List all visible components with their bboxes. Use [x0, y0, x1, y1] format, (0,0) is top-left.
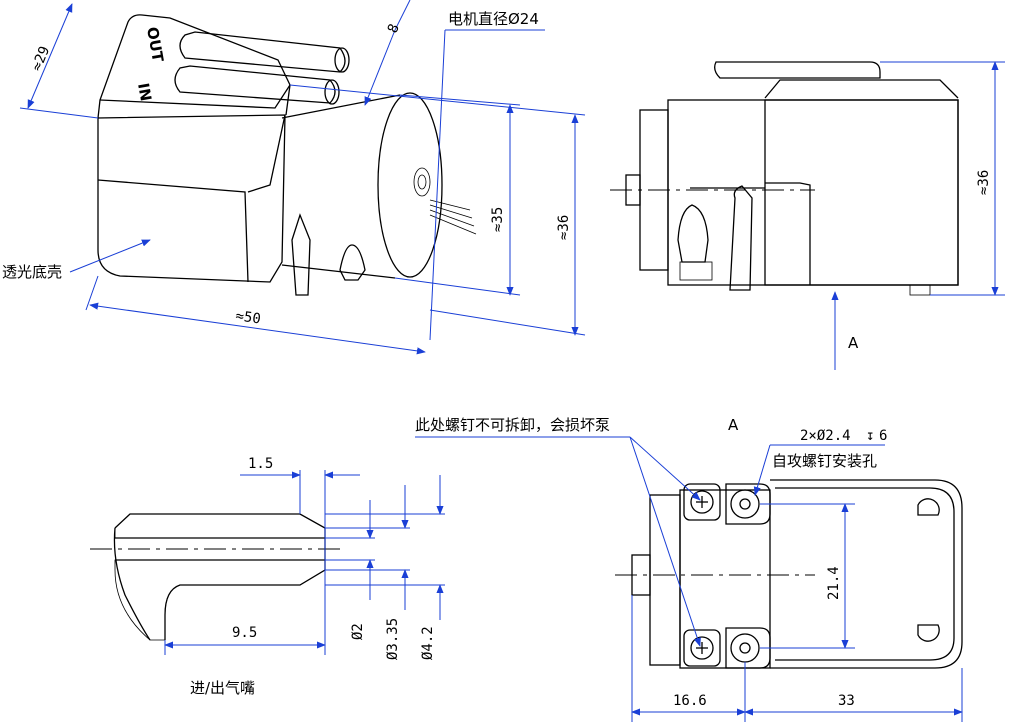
- dim-50: ≈50: [234, 308, 261, 327]
- port-out-label: OUT: [143, 26, 167, 65]
- screw-bottom: [683, 629, 721, 667]
- side-view: A ≈36: [610, 61, 1005, 370]
- dim-d3-35: Ø3.35: [385, 618, 401, 660]
- dim-1-5: 1.5: [248, 456, 273, 472]
- port-in-label: IN: [134, 82, 155, 103]
- dim-8: 8: [385, 22, 403, 36]
- label-transparent-base: 透光底壳: [2, 263, 62, 281]
- view-a: A 此处螺钉不可拆卸，会损坏泵 2×Ø2.4: [415, 416, 963, 722]
- label-screw-warning: 此处螺钉不可拆卸，会损坏泵: [415, 416, 610, 434]
- label-hole-spec: 2×Ø2.4: [800, 428, 851, 444]
- view-a-arrow-label: A: [848, 334, 859, 352]
- dim-29: ≈29: [29, 44, 53, 73]
- dim-33: 33: [838, 693, 855, 709]
- label-self-tapping-holes: 自攻螺钉安装孔: [772, 452, 877, 470]
- dim-36-side: ≈36: [976, 170, 992, 195]
- dim-9-5: 9.5: [232, 625, 257, 641]
- label-nozzle: 进/出气嘴: [190, 679, 255, 697]
- isometric-view: IN OUT 透光底壳 ≈29 8 电机直径Ø24 ≈35: [2, 0, 586, 355]
- label-hole-depth-symbol: ↧: [866, 428, 874, 444]
- dim-16-6: 16.6: [673, 693, 707, 709]
- dim-36-iso: ≈36: [556, 215, 572, 240]
- dim-35: ≈35: [490, 207, 506, 232]
- label-motor-diameter: 电机直径Ø24: [448, 10, 539, 28]
- dim-d2: Ø2: [350, 623, 366, 640]
- dim-d4-2: Ø4.2: [420, 626, 436, 660]
- nozzle-section: 1.5 9.5 Ø2 Ø3.35 Ø4.2 进/出气嘴: [90, 456, 445, 697]
- label-hole-depth: 6: [879, 428, 887, 444]
- dim-21-4: 21.4: [826, 566, 842, 600]
- view-a-title: A: [728, 416, 739, 434]
- screw-top: [683, 483, 721, 521]
